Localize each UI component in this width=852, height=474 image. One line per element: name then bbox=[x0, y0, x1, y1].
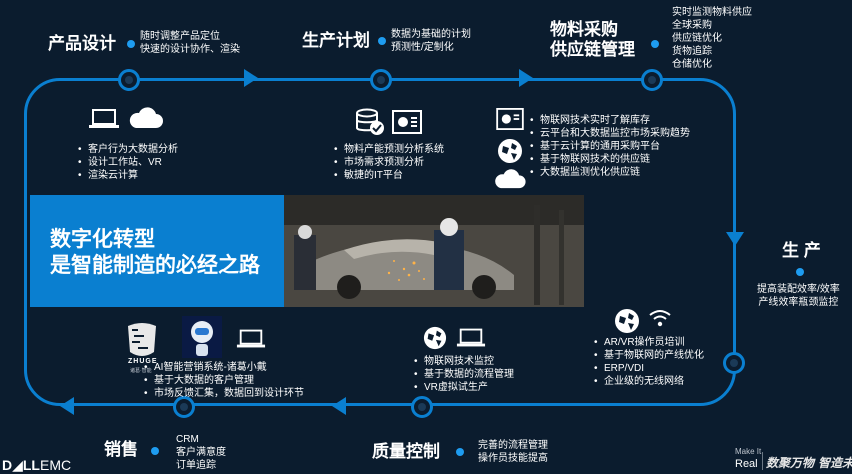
banner-line-2: 是智能制造的必经之路 bbox=[50, 254, 260, 277]
list-item: 基于云计算的通用采购平台 bbox=[530, 140, 690, 153]
list-item: AI智能营销系统-诸葛小戴 bbox=[144, 361, 304, 374]
dashboard-icon bbox=[496, 108, 524, 130]
stage-dot bbox=[378, 37, 386, 45]
list-item: 物联网技术监控 bbox=[414, 355, 514, 368]
stage-desc-supply: 实时监测物料供应 全球采购 供应链优化 货物追踪 仓储优化 bbox=[672, 7, 752, 70]
stage-desc-plan: 数据为基础的计划 预测性/定制化 bbox=[391, 29, 471, 53]
list-item: 市场反馈汇集，数据回到设计环节 bbox=[144, 387, 304, 400]
list-item: 基于数据的流程管理 bbox=[414, 368, 514, 381]
stage-desc-production: 提高装配效率/效率 产线效率瓶颈监控 bbox=[757, 284, 840, 308]
sales-bullet-list: AI智能营销系统-诸葛小戴 基于大数据的客户管理 市场反馈汇集，数据回到设计环节 bbox=[144, 361, 304, 400]
stage-title-plan: 生产计划 bbox=[302, 31, 370, 50]
list-item: 基于物联网的产线优化 bbox=[594, 349, 704, 362]
zhuge-logo-mark bbox=[128, 323, 156, 356]
headline-banner: 数字化转型 是智能制造的必经之路 bbox=[30, 195, 284, 307]
stage-node-quality bbox=[411, 396, 433, 418]
list-item: 基于物联网技术的供应链 bbox=[530, 153, 690, 166]
supply-bullet-list: 物联网技术实时了解库存 云平台和大数据监控市场采购趋势 基于云计算的通用采购平台… bbox=[530, 114, 690, 179]
database-check-icon bbox=[356, 108, 384, 135]
stage-dot bbox=[456, 448, 464, 456]
stage-title-design: 产品设计 bbox=[48, 34, 116, 53]
dellemc-logo-emc: EMC bbox=[39, 457, 72, 473]
arrow-left-icon bbox=[60, 397, 74, 415]
stage-dot bbox=[796, 268, 804, 276]
stage-title-sales: 销售 bbox=[104, 440, 138, 459]
laptop-icon bbox=[456, 328, 486, 347]
make-it-real-logo: Make It Real bbox=[735, 447, 762, 470]
list-item: 大数据监测优化供应链 bbox=[530, 166, 690, 179]
cloud-icon bbox=[129, 107, 163, 128]
stage-title-production: 生 产 bbox=[782, 241, 821, 260]
arrow-right-icon bbox=[519, 69, 533, 87]
slogan-text: 数聚万物 智造未来 bbox=[766, 456, 852, 470]
zhuge-logo-text: ZHUGE bbox=[128, 358, 158, 365]
stage-dot bbox=[151, 447, 159, 455]
stage-node-plan bbox=[370, 69, 392, 91]
stage-desc-quality: 完善的流程管理 操作员技能提高 bbox=[478, 440, 548, 464]
stage-node-supply bbox=[641, 69, 663, 91]
list-item: AR/VR操作员培训 bbox=[594, 336, 704, 349]
stage-node-production bbox=[723, 352, 745, 374]
stage-dot bbox=[651, 40, 659, 48]
stage-title-quality: 质量控制 bbox=[372, 442, 440, 461]
list-item: 物料产能预测分析系统 bbox=[334, 143, 444, 156]
quality-bullet-list: 物联网技术监控 基于数据的流程管理 VR虚拟试生产 bbox=[414, 355, 514, 394]
list-item: 设计工作站、VR bbox=[78, 156, 178, 169]
list-item: ERP/VDI bbox=[594, 362, 704, 375]
design-bullet-list: 客户行为大数据分析 设计工作站、VR 渲染云计算 bbox=[78, 143, 178, 182]
list-item: 基于大数据的客户管理 bbox=[144, 374, 304, 387]
list-item: 云平台和大数据监控市场采购趋势 bbox=[530, 127, 690, 140]
arrow-down-icon bbox=[726, 232, 744, 246]
arrow-right-icon bbox=[244, 69, 258, 87]
dellemc-logo-dell: D◢LL bbox=[2, 457, 40, 473]
slogan-divider bbox=[762, 452, 763, 470]
stage-desc-design: 随时调整产品定位 快速的设计协作、渲染 bbox=[140, 31, 240, 55]
robot-icon bbox=[182, 316, 222, 358]
list-item: 企业级的无线网络 bbox=[594, 375, 704, 388]
stage-dot bbox=[127, 40, 135, 48]
stage-desc-sales: CRM 客户满意度 订单追踪 bbox=[176, 434, 226, 471]
globe-icon bbox=[498, 139, 522, 163]
wifi-icon bbox=[649, 310, 671, 327]
stage-title-supply: 物料采购 供应链管理 bbox=[550, 20, 635, 59]
factory-photo bbox=[284, 195, 584, 307]
banner-line-1: 数字化转型 bbox=[50, 228, 155, 251]
arrow-left-icon bbox=[332, 397, 346, 415]
zhuge-logo-subtext: 诸葛·智能 bbox=[130, 368, 152, 374]
dellemc-logo: D◢LLEMC bbox=[2, 457, 71, 473]
list-item: 客户行为大数据分析 bbox=[78, 143, 178, 156]
list-item: 物联网技术实时了解库存 bbox=[530, 114, 690, 127]
laptop-icon bbox=[89, 109, 119, 128]
cloud-icon bbox=[495, 169, 526, 189]
list-item: VR虚拟试生产 bbox=[414, 381, 514, 394]
globe-icon bbox=[423, 326, 447, 350]
list-item: 渲染云计算 bbox=[78, 169, 178, 182]
laptop-icon bbox=[236, 329, 266, 348]
list-item: 敏捷的IT平台 bbox=[334, 169, 444, 182]
factory-scene-illustration bbox=[284, 195, 584, 307]
globe-icon bbox=[615, 309, 639, 333]
production-bullet-list: AR/VR操作员培训 基于物联网的产线优化 ERP/VDI 企业级的无线网络 bbox=[594, 336, 704, 388]
zhuge-logo: ZHUGE 诸葛·智能 bbox=[118, 322, 166, 378]
plan-bullet-list: 物料产能预测分析系统 市场需求预测分析 敏捷的IT平台 bbox=[334, 143, 444, 182]
stage-node-design bbox=[118, 69, 140, 91]
list-item: 市场需求预测分析 bbox=[334, 156, 444, 169]
dashboard-icon bbox=[392, 110, 422, 134]
